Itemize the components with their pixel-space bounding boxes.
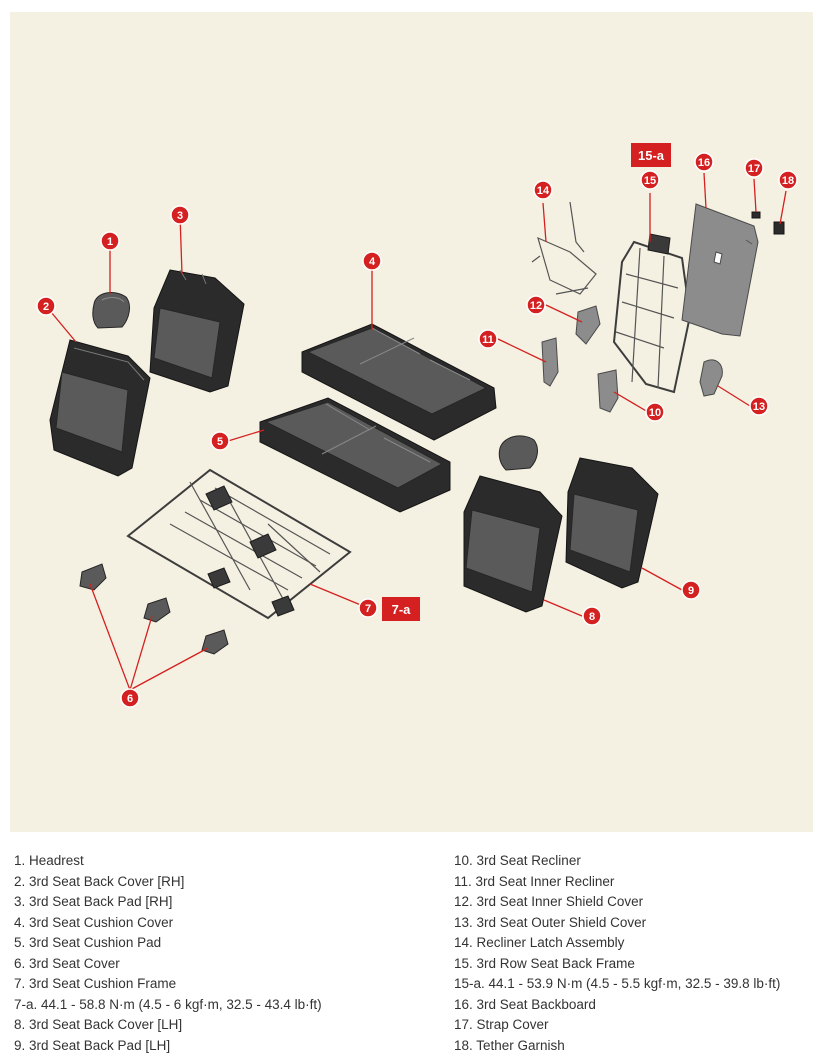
- part-seat-cover-brackets: [79, 563, 229, 655]
- marker-1: 1: [100, 231, 120, 251]
- part-recliner-latch: [531, 201, 597, 295]
- marker-12: 12: [526, 295, 546, 315]
- marker-7: 7: [358, 598, 378, 618]
- legend-item: 15. 3rd Row Seat Back Frame: [454, 955, 635, 971]
- svg-text:18: 18: [782, 175, 794, 187]
- part-seat-back-frame: [612, 233, 692, 394]
- svg-text:2: 2: [43, 301, 49, 313]
- marker-17: 17: [744, 158, 764, 178]
- svg-text:9: 9: [688, 585, 694, 597]
- legend-item: 1. Headrest: [14, 853, 84, 868]
- legend-item: 7. 3rd Seat Cushion Frame: [14, 976, 177, 991]
- legend-column-left: 1. Headrest 2. 3rd Seat Back Cover [RH] …: [14, 851, 322, 1056]
- part-inner-recliner: [541, 337, 559, 387]
- exploded-parts-diagram: 1 2 3 4 5 6 7 8 9 10 11 12 13 14 15 16 1…: [10, 12, 813, 832]
- svg-text:17: 17: [748, 163, 760, 175]
- legend-item: 18. Tether Garnish: [454, 1037, 565, 1053]
- marker-10: 10: [645, 402, 665, 422]
- marker-5: 5: [210, 431, 230, 451]
- legend-item: 3. 3rd Seat Back Pad [RH]: [14, 894, 173, 909]
- part-back-pad-lh: [565, 457, 659, 589]
- svg-text:10: 10: [649, 407, 661, 419]
- marker-18: 18: [778, 170, 798, 190]
- legend-item: 8. 3rd Seat Back Cover [LH]: [14, 1017, 183, 1032]
- part-strap-cover: [751, 211, 761, 219]
- legend-item: 14. Recliner Latch Assembly: [454, 935, 625, 950]
- svg-text:1: 1: [107, 236, 113, 248]
- torque-box-7a: 7-a: [382, 597, 420, 621]
- legend-item: 16. 3rd Seat Backboard: [454, 996, 596, 1012]
- svg-text:8: 8: [589, 611, 595, 623]
- legend-item: 5. 3rd Seat Cushion Pad: [14, 935, 162, 950]
- marker-2: 2: [36, 296, 56, 316]
- legend-item: 7-a. 44.1 - 58.8 N·m (4.5 - 6 kgf·m, 32.…: [14, 996, 322, 1012]
- marker-13: 13: [749, 396, 769, 416]
- part-recliner: [597, 369, 619, 413]
- svg-text:13: 13: [753, 401, 765, 413]
- part-headrest-lh: [498, 435, 538, 471]
- svg-text:4: 4: [369, 256, 376, 268]
- part-back-cover-rh: [49, 339, 151, 477]
- legend-item: 4. 3rd Seat Cushion Cover: [14, 914, 174, 930]
- marker-4: 4: [362, 251, 382, 271]
- svg-text:14: 14: [537, 185, 550, 197]
- legend-item: 6. 3rd Seat Cover: [14, 955, 120, 971]
- marker-14: 14: [533, 180, 553, 200]
- legend-column-right: 10. 3rd Seat Recliner 11. 3rd Seat Inner…: [454, 851, 780, 1056]
- legend-item: 2. 3rd Seat Back Cover [RH]: [14, 873, 185, 889]
- svg-text:7: 7: [365, 603, 371, 615]
- part-headrest: [92, 292, 130, 329]
- svg-text:15-a: 15-a: [638, 148, 665, 163]
- marker-11: 11: [478, 329, 498, 349]
- marker-9: 9: [681, 580, 701, 600]
- marker-6: 6: [120, 688, 140, 708]
- part-back-pad-rh: [149, 269, 245, 393]
- svg-text:6: 6: [127, 693, 133, 705]
- part-backboard: [681, 203, 759, 337]
- svg-text:11: 11: [482, 334, 494, 346]
- leader-lines: [45, 172, 787, 691]
- legend-item: 17. Strap Cover: [454, 1017, 549, 1032]
- legend-item: 10. 3rd Seat Recliner: [454, 853, 581, 868]
- legend-item: 9. 3rd Seat Back Pad [LH]: [14, 1037, 171, 1053]
- svg-text:3: 3: [177, 210, 183, 222]
- marker-3: 3: [170, 205, 190, 225]
- marker-16: 16: [694, 152, 714, 172]
- legend-item: 12. 3rd Seat Inner Shield Cover: [454, 894, 644, 909]
- part-inner-shield-cover: [575, 305, 601, 345]
- legend-item: 11. 3rd Seat Inner Recliner: [454, 873, 615, 889]
- marker-15: 15: [640, 170, 660, 190]
- part-tether-garnish: [773, 221, 785, 235]
- part-back-cover-lh: [463, 475, 563, 613]
- svg-text:7-a: 7-a: [392, 602, 412, 617]
- marker-8: 8: [582, 606, 602, 626]
- svg-text:15: 15: [644, 175, 656, 187]
- part-cushion-pad: [259, 397, 451, 513]
- torque-box-15a: 15-a: [631, 143, 671, 167]
- svg-text:12: 12: [530, 300, 542, 312]
- svg-text:5: 5: [217, 436, 223, 448]
- part-cushion-frame: [126, 468, 352, 620]
- part-outer-shield-cover: [699, 359, 723, 397]
- legend-item: 13. 3rd Seat Outer Shield Cover: [454, 914, 647, 930]
- svg-text:16: 16: [698, 157, 710, 169]
- legend-item: 15-a. 44.1 - 53.9 N·m (4.5 - 5.5 kgf·m, …: [454, 976, 781, 991]
